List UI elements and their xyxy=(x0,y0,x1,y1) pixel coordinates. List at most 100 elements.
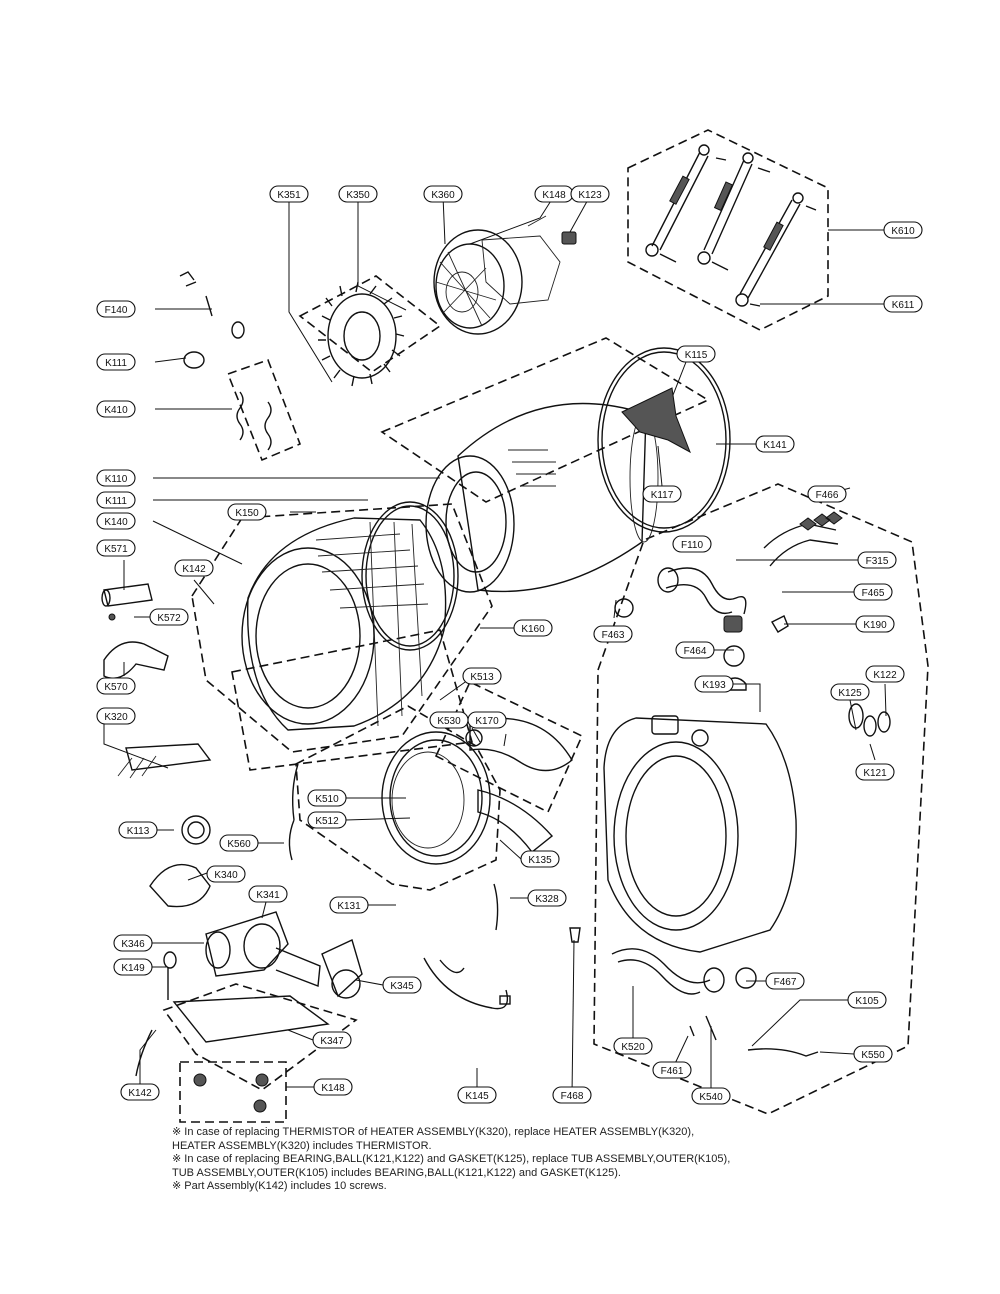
note-line: ※ In case of replacing THERMISTOR of HEA… xyxy=(172,1126,695,1138)
callout-k570: K570 xyxy=(96,677,136,695)
svg-text:F468: F468 xyxy=(561,1091,584,1102)
callout-k410: K410 xyxy=(96,400,136,418)
callout-k540: K540 xyxy=(691,1087,731,1105)
callout-k113: K113 xyxy=(118,821,158,839)
svg-text:K170: K170 xyxy=(475,716,499,727)
callout-k510: K510 xyxy=(307,789,347,807)
callout-k145: K145 xyxy=(457,1086,497,1104)
callout-k347: K347 xyxy=(312,1031,352,1049)
rear-bearing-housing xyxy=(381,717,573,865)
svg-text:K510: K510 xyxy=(315,794,339,805)
svg-text:K340: K340 xyxy=(214,870,238,881)
callout-k148-bottom: K148 xyxy=(313,1078,353,1096)
callout-k105: K105 xyxy=(847,991,887,1009)
callout-k150: K150 xyxy=(227,503,267,521)
callout-k115: K115 xyxy=(676,345,716,363)
svg-text:K328: K328 xyxy=(535,894,559,905)
callout-k560: K560 xyxy=(219,834,259,852)
svg-text:K350: K350 xyxy=(346,190,370,201)
svg-text:K540: K540 xyxy=(699,1092,723,1103)
svg-text:K142: K142 xyxy=(182,564,206,575)
svg-text:K611: K611 xyxy=(892,300,915,311)
wires-hoses xyxy=(288,763,819,1057)
svg-text:K572: K572 xyxy=(157,613,181,624)
svg-text:F467: F467 xyxy=(774,977,797,988)
svg-text:F140: F140 xyxy=(105,305,128,316)
callout-k513: K513 xyxy=(462,667,502,685)
rotor-stator xyxy=(318,215,577,387)
callout-k160: K160 xyxy=(513,619,553,637)
callout-k611: K611 xyxy=(883,295,923,313)
svg-text:K117: K117 xyxy=(651,490,674,501)
svg-text:K142: K142 xyxy=(128,1088,152,1099)
svg-text:K341: K341 xyxy=(256,890,280,901)
callout-k345: K345 xyxy=(382,976,422,994)
callout-k190: K190 xyxy=(855,615,895,633)
callout-k550: K550 xyxy=(853,1045,893,1063)
callout-k341: K341 xyxy=(248,885,288,903)
callout-k360: K360 xyxy=(423,185,463,203)
svg-text:K320: K320 xyxy=(104,712,128,723)
callout-k610: K610 xyxy=(883,221,923,239)
callouts: K351 K350 K360 K148 K123 K610 K611 F140 … xyxy=(96,185,923,1105)
svg-text:K193: K193 xyxy=(702,680,726,691)
svg-text:F464: F464 xyxy=(684,646,707,657)
front-small-parts xyxy=(101,271,272,908)
svg-text:K110: K110 xyxy=(105,474,128,485)
svg-text:K150: K150 xyxy=(235,508,259,519)
callout-k135: K135 xyxy=(520,850,560,868)
svg-text:K122: K122 xyxy=(873,670,897,681)
callout-f466: F466 xyxy=(807,485,847,503)
callout-k131: K131 xyxy=(329,896,369,914)
svg-text:F315: F315 xyxy=(866,556,889,567)
callout-k340: K340 xyxy=(206,865,246,883)
callout-k141: K141 xyxy=(755,435,795,453)
callout-k328: K328 xyxy=(527,889,567,907)
callout-f315: F315 xyxy=(857,551,897,569)
callout-k520: K520 xyxy=(613,1037,653,1055)
callout-f463: F463 xyxy=(593,625,633,643)
svg-text:K520: K520 xyxy=(621,1042,645,1053)
pump-parts xyxy=(135,911,363,1113)
note-line: TUB ASSEMBLY,OUTER(K105) includes BEARIN… xyxy=(172,1166,621,1179)
callout-k149: K149 xyxy=(113,958,153,976)
svg-text:K347: K347 xyxy=(320,1036,344,1047)
callout-k148: K148 xyxy=(534,185,574,203)
callout-f461: F461 xyxy=(652,1061,692,1079)
svg-text:K351: K351 xyxy=(277,190,301,201)
svg-text:F466: F466 xyxy=(816,490,839,501)
drum-parts xyxy=(361,347,731,651)
callout-k117: K117 xyxy=(642,485,682,503)
svg-text:F110: F110 xyxy=(681,540,703,551)
callout-f465: F465 xyxy=(853,583,893,601)
svg-text:K530: K530 xyxy=(437,716,461,727)
leader-lines xyxy=(103,195,887,1096)
svg-text:K148: K148 xyxy=(542,190,566,201)
svg-text:K190: K190 xyxy=(863,620,887,631)
svg-text:K135: K135 xyxy=(528,855,552,866)
svg-text:K160: K160 xyxy=(521,624,545,635)
tub-front xyxy=(241,517,447,731)
callout-k125: K125 xyxy=(830,683,870,701)
svg-text:K121: K121 xyxy=(863,768,887,779)
callout-f464: F464 xyxy=(675,641,715,659)
callout-k512: K512 xyxy=(307,811,347,829)
svg-text:F465: F465 xyxy=(862,588,885,599)
svg-text:K113: K113 xyxy=(127,826,150,837)
svg-text:K149: K149 xyxy=(121,963,145,974)
svg-text:K115: K115 xyxy=(685,350,708,361)
callout-k122: K122 xyxy=(865,665,905,683)
svg-text:K610: K610 xyxy=(891,226,915,237)
callout-k121: K121 xyxy=(855,763,895,781)
callout-f110: F110 xyxy=(672,535,712,553)
svg-text:K131: K131 xyxy=(337,901,361,912)
svg-text:K105: K105 xyxy=(855,996,879,1007)
svg-text:K145: K145 xyxy=(465,1091,489,1102)
callout-k571: K571 xyxy=(96,539,136,557)
callout-k111-top: K111 xyxy=(96,353,136,371)
svg-text:K345: K345 xyxy=(390,981,414,992)
svg-text:K513: K513 xyxy=(470,672,494,683)
note-line: ※ Part Assembly(K142) includes 10 screws… xyxy=(172,1180,387,1193)
svg-text:K141: K141 xyxy=(763,440,787,451)
